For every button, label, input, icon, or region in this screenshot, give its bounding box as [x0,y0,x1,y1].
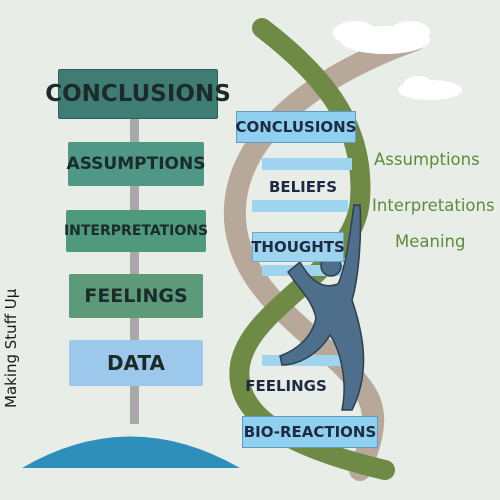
ladder-rung-feelings: FEELINGS [69,274,203,318]
word-meaning: Meaning [395,232,466,251]
ladder-rung-conclusions: CONCLUSIONS [45,69,231,119]
helix-rung [262,355,346,366]
word-interpretations: Interpretations [372,196,495,215]
word-assumptions: Assumptions [374,150,480,169]
side-caption: Making Stuff Uμ [2,288,20,408]
ladder-rung-interpretations: INTERPRETATIONS [64,210,208,252]
ground-dome [22,436,240,468]
helix-label-beliefs: BELIEFS [263,174,343,200]
ladder-rung-assumptions: ASSUMPTIONS [67,142,205,186]
helix-label-conclusions: CONCLUSIONS [235,111,357,143]
cloud [398,76,462,100]
ladder-rung-data: DATA [69,340,203,386]
helix-label-bio-reactions: BIO-REACTIONS [242,416,378,448]
helix-label-feelings: FEELINGS [245,377,327,395]
helix-strand-tan [223,29,426,481]
ladder-pole [130,112,139,424]
helix-label-thoughts: THOUGHTS [251,232,345,262]
helix-rung [252,200,348,212]
helix-rung [262,158,352,170]
cloud [333,21,430,54]
